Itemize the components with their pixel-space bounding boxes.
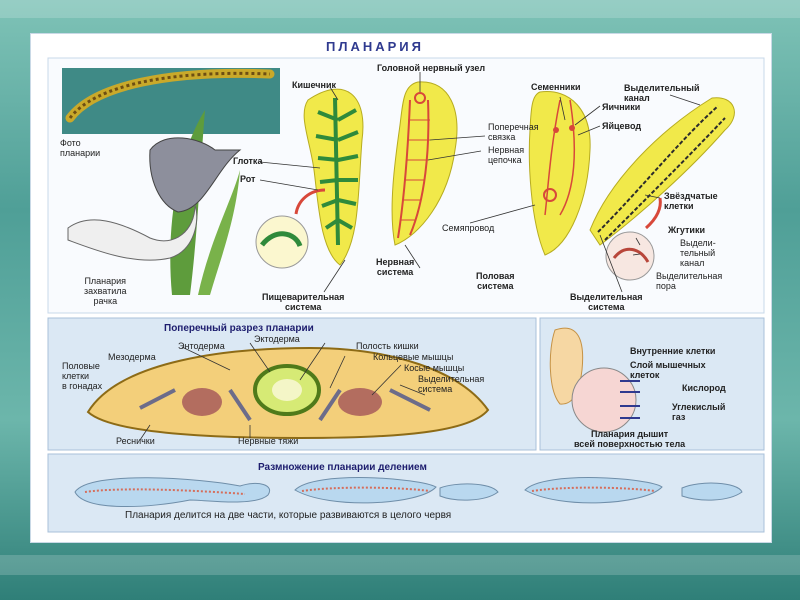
- label-inner-cells: Внутренние клетки: [630, 346, 716, 356]
- background-stripe: [0, 555, 800, 575]
- excretory-canals: [597, 105, 726, 241]
- label-endoderm: Энтодерма: [178, 341, 225, 351]
- head-ganglion: [414, 92, 426, 104]
- reproduction-title: Размножение планарии делением: [258, 462, 427, 473]
- label-mouth: Рот: [240, 174, 256, 184]
- label-circular-muscles: Кольцевые мышцы: [373, 352, 454, 362]
- background-stripe: [0, 0, 800, 18]
- label-oxygen: Кислород: [682, 383, 726, 393]
- label-flagella: Жгутики: [668, 225, 705, 235]
- division-stage-1: [74, 477, 271, 507]
- cross-links: [401, 119, 430, 221]
- label-intestine: Кишечник: [292, 80, 337, 90]
- label-testes: Семенники: [531, 82, 581, 92]
- red-arrow: [294, 188, 326, 215]
- gas-arrows: [620, 380, 640, 419]
- label-gut-cavity: Полость кишки: [356, 341, 419, 351]
- label-oviduct: Яйцевод: [602, 121, 642, 131]
- red-arrow: [644, 197, 662, 230]
- division-stage-3: [524, 477, 743, 504]
- label-nerve-cords: Нервные тяжи: [238, 436, 299, 446]
- label-oblique-muscles: Косые мышцы: [404, 363, 465, 373]
- crustacean: [149, 137, 242, 213]
- flame-cell-zoom: [605, 231, 655, 281]
- plant-leaf: [198, 170, 240, 295]
- excretory-worm: [589, 97, 735, 246]
- gonad: [338, 388, 382, 416]
- muscle-fibers: [139, 388, 431, 422]
- label-ovaries: Яичники: [602, 102, 641, 112]
- label-mesoderm: Мезодерма: [108, 352, 156, 362]
- reproductive-ducts: [544, 99, 576, 216]
- division-stage-2: [294, 477, 499, 504]
- label-head-ganglion: Головной нервный узел: [377, 63, 486, 73]
- intestine-branches: [315, 97, 359, 246]
- leader-lines: [139, 72, 701, 441]
- breathing-zoom: [571, 367, 637, 433]
- catching-planarian: [67, 204, 198, 261]
- label-sperm-duct: Семяпровод: [442, 223, 495, 233]
- digestive-worm: [303, 88, 364, 266]
- label-ectoderm: Эктодерма: [254, 334, 300, 344]
- reproduction-caption: Планария делится на две части, которые р…: [125, 510, 452, 521]
- cross-section-title: Поперечный разрез планарии: [164, 323, 314, 334]
- gonad: [182, 388, 222, 416]
- label-cilia: Реснички: [116, 436, 155, 446]
- poster-title: ПЛАНАРИЯ: [326, 39, 424, 54]
- pharynx-zoom: [255, 215, 309, 269]
- nerve-cords: [397, 99, 430, 239]
- label-pharynx: Глотка: [233, 156, 263, 166]
